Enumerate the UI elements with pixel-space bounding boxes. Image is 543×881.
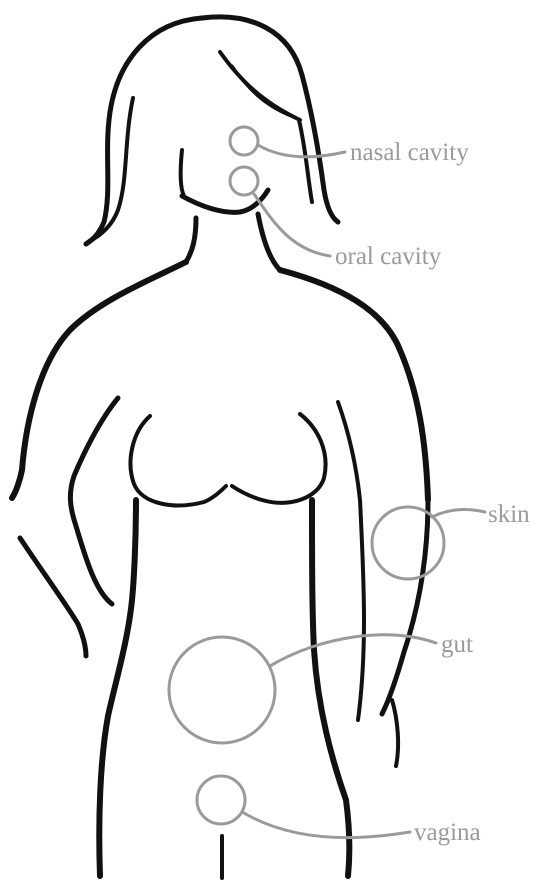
arm-inner-right xyxy=(338,402,364,720)
gut-marker[interactable] xyxy=(169,637,275,743)
neck-right xyxy=(258,214,280,270)
neck-left xyxy=(186,218,196,262)
nasal-cavity-marker[interactable] xyxy=(230,127,258,155)
torso-right xyxy=(312,500,349,876)
nasal-cavity-label: nasal cavity xyxy=(350,139,469,166)
gut-leader xyxy=(270,635,436,666)
gut-label: gut xyxy=(441,631,473,658)
shoulder-left xyxy=(12,262,186,498)
hair-strand-right xyxy=(299,120,312,202)
skin-label: skin xyxy=(488,501,530,528)
forearm-right xyxy=(382,500,428,714)
torso-left xyxy=(99,500,136,876)
torso-side-left xyxy=(70,398,118,604)
vagina-marker[interactable] xyxy=(197,776,245,824)
vagina-label: vagina xyxy=(414,819,481,846)
forearm-left xyxy=(20,538,86,656)
bust-right xyxy=(232,414,326,503)
oral-cavity-marker[interactable] xyxy=(230,167,258,195)
oral-cavity-label: oral cavity xyxy=(335,243,442,270)
nasal-cavity-leader xyxy=(258,145,345,157)
hand-right xyxy=(392,700,398,766)
hair-bangs-inner xyxy=(232,66,296,118)
hair-bangs xyxy=(220,52,300,120)
hair-outline-left xyxy=(86,18,202,244)
skin-leader xyxy=(432,509,485,517)
bust-left xyxy=(131,416,226,505)
vagina-leader xyxy=(244,813,410,838)
face-left xyxy=(181,150,184,196)
